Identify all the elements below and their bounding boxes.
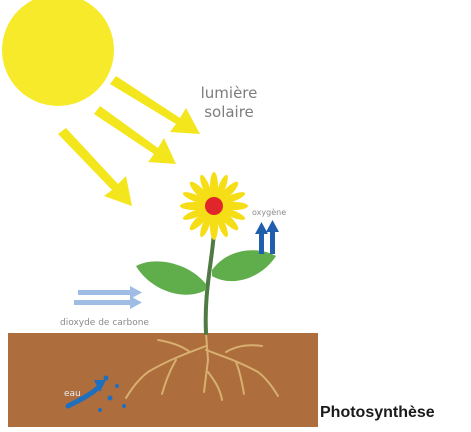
oxygen-arrow-icon bbox=[255, 220, 279, 254]
sun-icon bbox=[2, 0, 114, 106]
water-label: eau bbox=[64, 389, 81, 399]
oxygen-label: oxygène bbox=[252, 208, 286, 217]
co2-arrow-icon bbox=[74, 286, 142, 309]
carbon-dioxide-label: dioxyde de carbone bbox=[60, 318, 149, 328]
sunlight-label-line1: lumière bbox=[190, 84, 268, 103]
flower-center bbox=[205, 197, 223, 215]
plant-stem bbox=[206, 232, 214, 333]
right-leaf bbox=[212, 250, 276, 281]
left-leaf bbox=[136, 261, 206, 294]
sunlight-label-line2: solaire bbox=[190, 103, 268, 122]
sunlight-arrow-icon bbox=[58, 128, 132, 206]
flower-icon bbox=[180, 172, 248, 240]
sunlight-label: lumière solaire bbox=[190, 84, 268, 122]
diagram-caption: Photosynthèse bbox=[320, 404, 435, 422]
leaves bbox=[136, 250, 276, 294]
soil bbox=[8, 333, 318, 427]
